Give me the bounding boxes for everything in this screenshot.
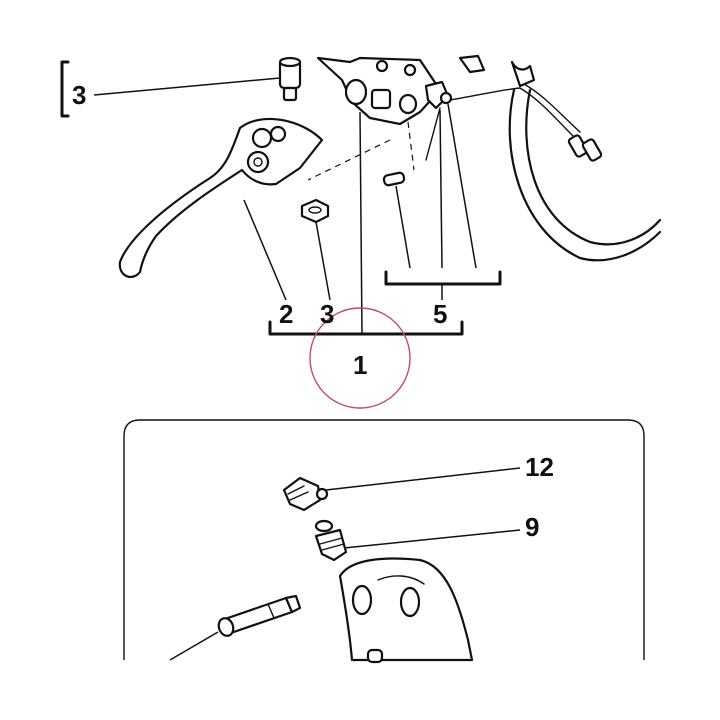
highlight-circle — [309, 307, 411, 409]
leader-top-left-3 — [93, 77, 281, 96]
leader-bleed-cap-12 — [325, 467, 521, 491]
callout-bleed-valve-9: 9 — [525, 512, 539, 542]
leader-assembly-1 — [359, 111, 363, 335]
brace-5 — [384, 270, 502, 286]
brake-light-switch — [382, 80, 453, 187]
leader-guide-pin — [169, 631, 219, 661]
master-cylinder-body — [316, 54, 486, 126]
callout-assembly-1: 1 — [353, 350, 367, 380]
callout-top-left-3: 3 — [72, 80, 86, 110]
assembly-dash-2 — [407, 121, 415, 171]
pivot-bolt — [278, 56, 302, 102]
leader-5-c — [447, 103, 477, 269]
brake-caliper — [338, 557, 474, 664]
top-left-bracket — [60, 60, 70, 118]
leader-5-a — [395, 185, 411, 269]
assembly-dash — [307, 139, 391, 181]
brace-1 — [268, 320, 464, 336]
leader-lever-2 — [243, 199, 287, 301]
leader-nut-3 — [315, 221, 331, 301]
switch-wire-harness — [449, 83, 603, 162]
leader-bleed-valve-9 — [343, 529, 521, 549]
callout-nut-3: 3 — [320, 299, 334, 329]
brake-hose — [508, 60, 662, 262]
bleed-washer — [314, 519, 334, 533]
brake-lever — [118, 117, 324, 279]
callout-bleed-cap-12: 12 — [525, 452, 554, 482]
callout-lever-2: 2 — [279, 299, 293, 329]
bleed-cap — [282, 476, 329, 512]
guide-pin — [217, 594, 302, 637]
bleed-valve — [314, 528, 348, 562]
caliper-inset-frame — [123, 419, 645, 660]
callout-switch-5: 5 — [433, 299, 447, 329]
lever-nut — [300, 198, 330, 224]
leader-5-b — [439, 109, 443, 269]
